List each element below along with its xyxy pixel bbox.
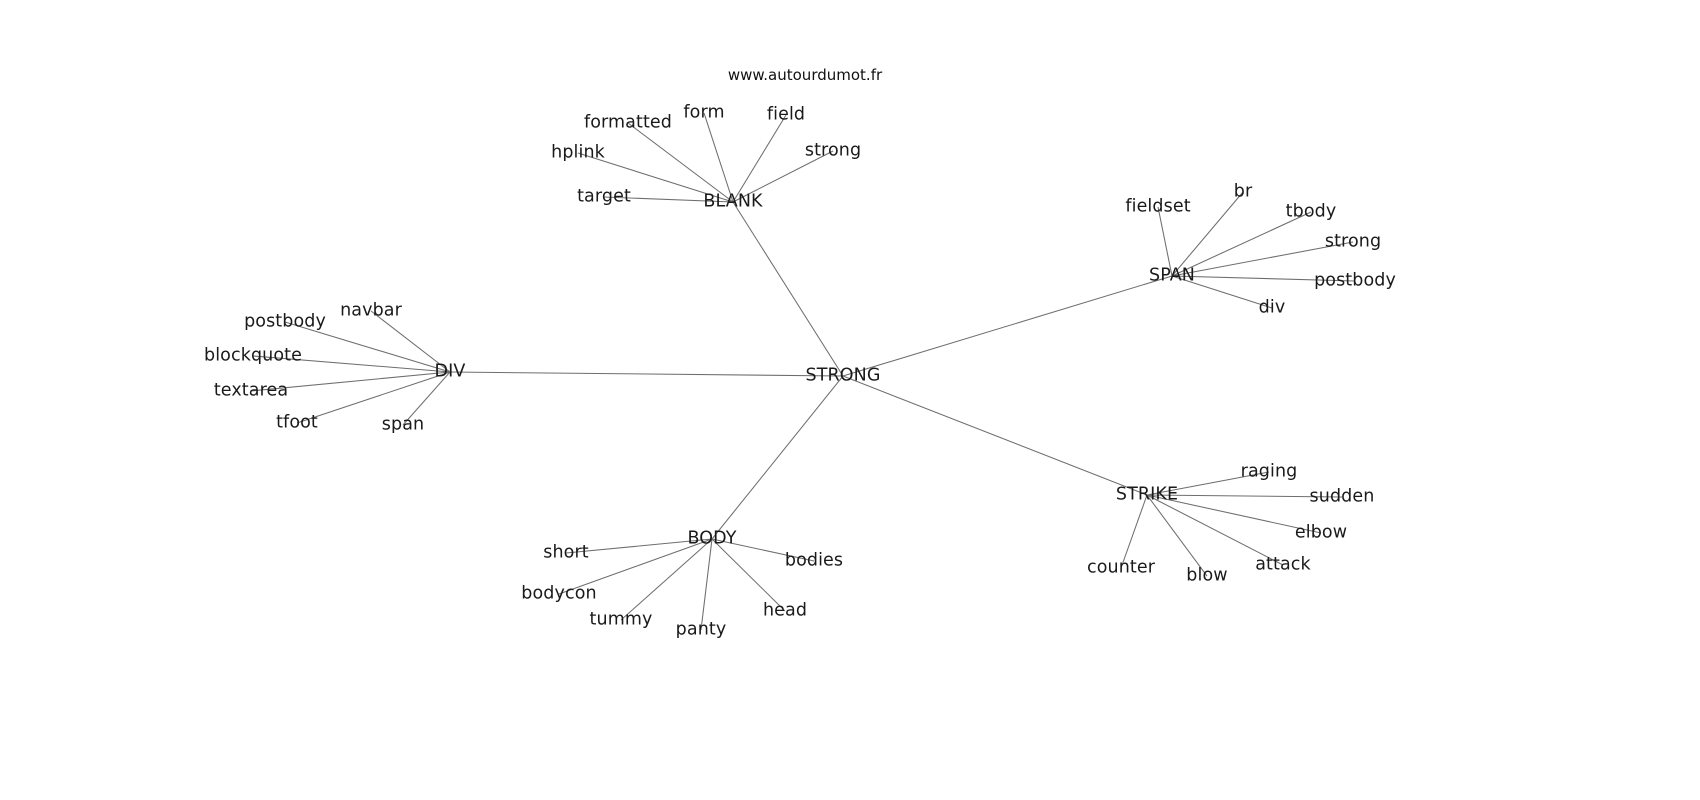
graph-node-postbody[interactable]: postbody bbox=[1314, 270, 1396, 291]
graph-edge bbox=[1120, 494, 1148, 569]
graph-node-blockquote[interactable]: blockquote bbox=[204, 345, 302, 366]
graph-edge bbox=[1171, 211, 1312, 277]
graph-node-elbow[interactable]: elbow bbox=[1294, 522, 1348, 543]
graph-node-fieldset[interactable]: fieldset bbox=[1125, 196, 1191, 217]
graph-node-tummy[interactable]: tummy bbox=[589, 609, 653, 630]
graph-edge bbox=[1146, 494, 1284, 566]
graph-node-tbody[interactable]: tbody bbox=[1285, 201, 1337, 222]
graph-edge bbox=[620, 538, 713, 621]
graph-edge bbox=[1171, 191, 1244, 277]
graph-node-postbody[interactable]: postbody bbox=[244, 311, 326, 332]
graph-edge bbox=[711, 538, 786, 612]
graph-node-head[interactable]: head bbox=[762, 600, 808, 621]
graph-edge bbox=[252, 355, 451, 373]
graph-node-blank[interactable]: BLANK bbox=[703, 191, 763, 212]
graph-node-bodies[interactable]: bodies bbox=[784, 550, 844, 571]
graph-edge bbox=[603, 196, 734, 203]
graph-node-field[interactable]: field bbox=[766, 104, 806, 125]
graph-node-sudden[interactable]: sudden bbox=[1309, 486, 1375, 507]
graph-edge bbox=[711, 375, 844, 540]
graph-node-raging[interactable]: raging bbox=[1240, 461, 1298, 482]
graph-node-form[interactable]: form bbox=[683, 102, 725, 123]
graph-node-div[interactable]: DIV bbox=[434, 361, 466, 382]
graph-node-span[interactable]: span bbox=[381, 414, 425, 435]
graph-node-target[interactable]: target bbox=[577, 186, 631, 207]
graph-edge bbox=[370, 310, 451, 373]
graph-edge bbox=[284, 321, 451, 373]
graph-node-body[interactable]: BODY bbox=[687, 528, 737, 549]
graph-edge bbox=[732, 114, 787, 203]
graph-edge bbox=[449, 371, 844, 377]
graph-node-strike[interactable]: STRIKE bbox=[1115, 484, 1179, 505]
graph-node-strong[interactable]: strong bbox=[1324, 231, 1382, 252]
graph-edge bbox=[700, 538, 713, 631]
graph-edge bbox=[1157, 206, 1173, 277]
graph-edge bbox=[577, 152, 734, 203]
graph-node-bodycon[interactable]: bodycon bbox=[521, 583, 597, 604]
graph-edge bbox=[565, 538, 713, 554]
graph-edge bbox=[402, 371, 451, 426]
graph-edge bbox=[1146, 494, 1322, 534]
graph-edge bbox=[1171, 241, 1354, 277]
graph-edge bbox=[711, 538, 815, 562]
graph-node-br[interactable]: br bbox=[1233, 181, 1253, 202]
graph-node-span[interactable]: SPAN bbox=[1148, 265, 1196, 286]
graph-node-attack[interactable]: attack bbox=[1255, 554, 1311, 575]
graph-node-navbar[interactable]: navbar bbox=[340, 300, 402, 321]
graph-edge bbox=[732, 150, 834, 203]
graph-edge bbox=[842, 275, 1173, 377]
graph-edge bbox=[296, 371, 451, 424]
graph-edge bbox=[703, 112, 734, 203]
graph-edge bbox=[1146, 494, 1343, 498]
graph-edge bbox=[1171, 275, 1356, 282]
graph-node-textarea[interactable]: textarea bbox=[213, 380, 289, 401]
graph-edge bbox=[627, 122, 734, 203]
graph-node-blow[interactable]: blow bbox=[1186, 565, 1228, 586]
edges-group bbox=[250, 112, 1356, 631]
graph-edge bbox=[558, 538, 713, 595]
graph-node-div[interactable]: div bbox=[1258, 297, 1286, 318]
graph-node-strong[interactable]: STRONG bbox=[805, 365, 881, 386]
graph-edge bbox=[250, 371, 451, 392]
graph-edge bbox=[1146, 494, 1208, 577]
graph-edge bbox=[1146, 471, 1270, 496]
graph-title: www.autourdumot.fr bbox=[727, 66, 883, 84]
graph-node-strong[interactable]: strong bbox=[804, 140, 862, 161]
graph-node-counter[interactable]: counter bbox=[1086, 557, 1156, 578]
graph-node-formatted[interactable]: formatted bbox=[583, 112, 673, 133]
graph-node-tfoot[interactable]: tfoot bbox=[276, 412, 318, 433]
graph-edge bbox=[732, 201, 844, 377]
graph-node-short[interactable]: short bbox=[543, 542, 589, 563]
graph-edge bbox=[1171, 275, 1273, 309]
graph-edge bbox=[842, 375, 1148, 496]
graph-node-panty[interactable]: panty bbox=[675, 619, 727, 640]
graph-node-hplink[interactable]: hplink bbox=[551, 142, 605, 163]
